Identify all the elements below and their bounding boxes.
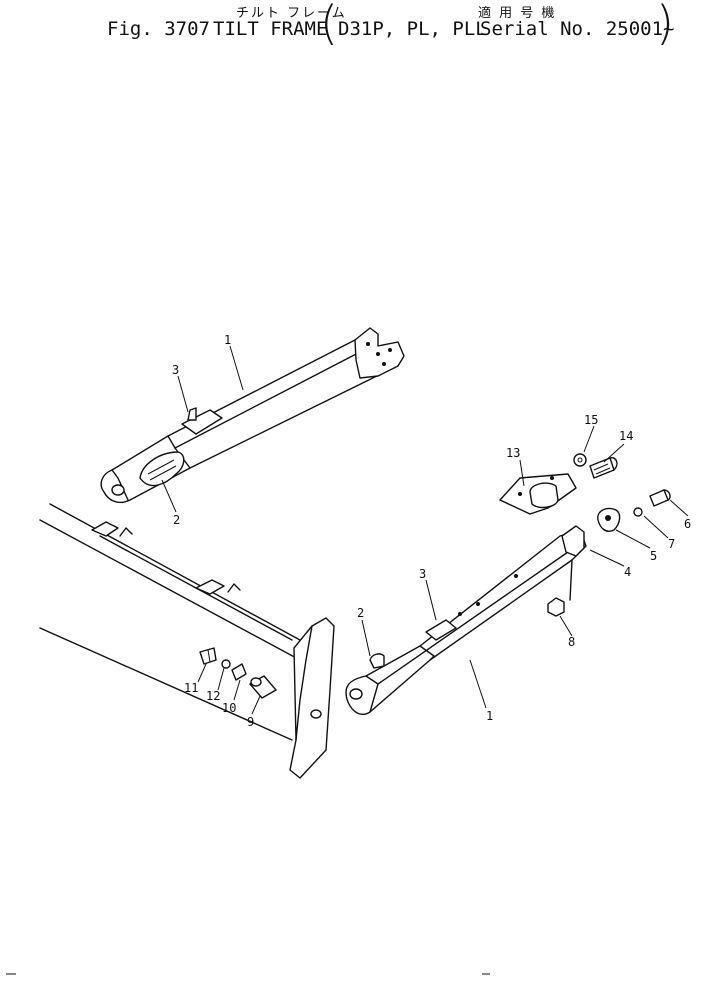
callout-10: 10 (222, 701, 236, 715)
small-parts (199, 453, 671, 699)
callout-2-lower: 2 (357, 606, 364, 620)
right-parenthesis: ) (656, 0, 674, 50)
callout-14: 14 (619, 429, 633, 443)
callout-1-lower: 1 (486, 709, 493, 723)
japanese-serial-note: 適 用 号 機 (478, 6, 557, 21)
japanese-title: チルト フレーム (236, 6, 347, 21)
upper-tilt-frame (100, 327, 405, 504)
serial-range: Serial No. 25001~ (480, 18, 675, 40)
callout-4: 4 (624, 565, 631, 579)
figure-number: Fig. 3707 (107, 18, 210, 40)
left-parenthesis: ( (320, 0, 338, 50)
callout-13: 13 (506, 446, 520, 460)
callout-8: 8 (568, 635, 575, 649)
callout-7: 7 (668, 537, 675, 551)
lower-tilt-frame (345, 525, 587, 715)
callout-11: 11 (184, 681, 198, 695)
callout-labels: 1 2 3 1 2 3 4 5 6 7 8 9 10 11 12 13 14 1… (172, 333, 691, 729)
callout-3-lower: 3 (419, 567, 426, 581)
callout-12: 12 (206, 689, 220, 703)
blade (39, 503, 335, 779)
callout-5: 5 (650, 549, 657, 563)
callout-15: 15 (584, 413, 598, 427)
callout-6: 6 (684, 517, 691, 531)
callout-2-upper: 2 (173, 513, 180, 527)
figure-title: TILT FRAME (213, 18, 328, 40)
callout-1-upper: 1 (224, 333, 231, 347)
callout-3-upper: 3 (172, 363, 179, 377)
leader-lines (161, 345, 689, 715)
model-list: D31P, PL, PLL (338, 18, 487, 40)
callout-9: 9 (247, 715, 254, 729)
